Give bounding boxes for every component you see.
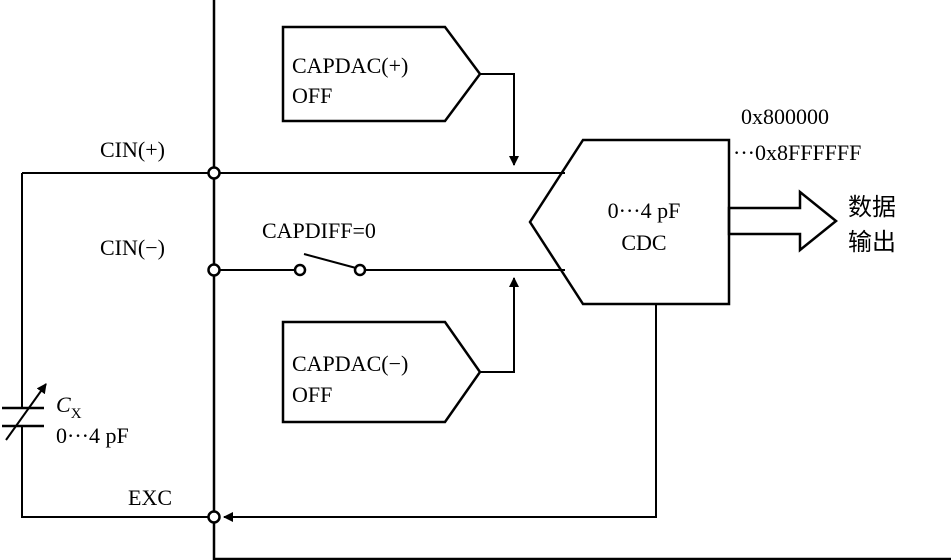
- capdac-plus-state: OFF: [292, 83, 332, 108]
- data-output-arrow: [727, 189, 838, 253]
- cdc-label: CDC: [621, 230, 666, 255]
- data-output-line1: 数据: [848, 193, 896, 221]
- cin-plus-node: [207, 166, 221, 180]
- output-range-end: ···0x8FFFFFF: [733, 140, 861, 165]
- exc-node: [207, 510, 221, 524]
- cin-minus-label: CIN(−): [100, 235, 165, 260]
- variable-capacitor: [2, 383, 47, 441]
- capacitor-subscript: X: [71, 406, 82, 422]
- capdac-minus-state: OFF: [292, 382, 332, 407]
- chip-boundary: [212, 0, 951, 560]
- data-output-line2: 输出: [848, 228, 896, 256]
- cdc-range: 0···4 pF: [608, 198, 681, 223]
- capdac-plus-block: [281, 25, 482, 123]
- external-left-wire: [21, 173, 214, 518]
- capdac-minus-block: [281, 320, 482, 424]
- capdac-plus-label: CAPDAC(+): [292, 53, 408, 78]
- capdac-minus-arrow: [480, 277, 519, 373]
- capdac-plus-arrow: [480, 73, 519, 166]
- exc-label: EXC: [128, 485, 172, 510]
- exc-return-wire: [223, 304, 657, 522]
- capacitor-name: CX: [56, 392, 82, 422]
- cin-plus-label: CIN(+): [100, 137, 165, 162]
- capdiff-switch: [293, 253, 367, 277]
- capacitor-range: 0···4 pF: [56, 423, 129, 448]
- output-range-start: 0x800000: [741, 104, 829, 129]
- switch-label: CAPDIFF=0: [262, 218, 376, 243]
- capdac-minus-label: CAPDAC(−): [292, 351, 408, 376]
- cin-minus-node: [207, 263, 221, 277]
